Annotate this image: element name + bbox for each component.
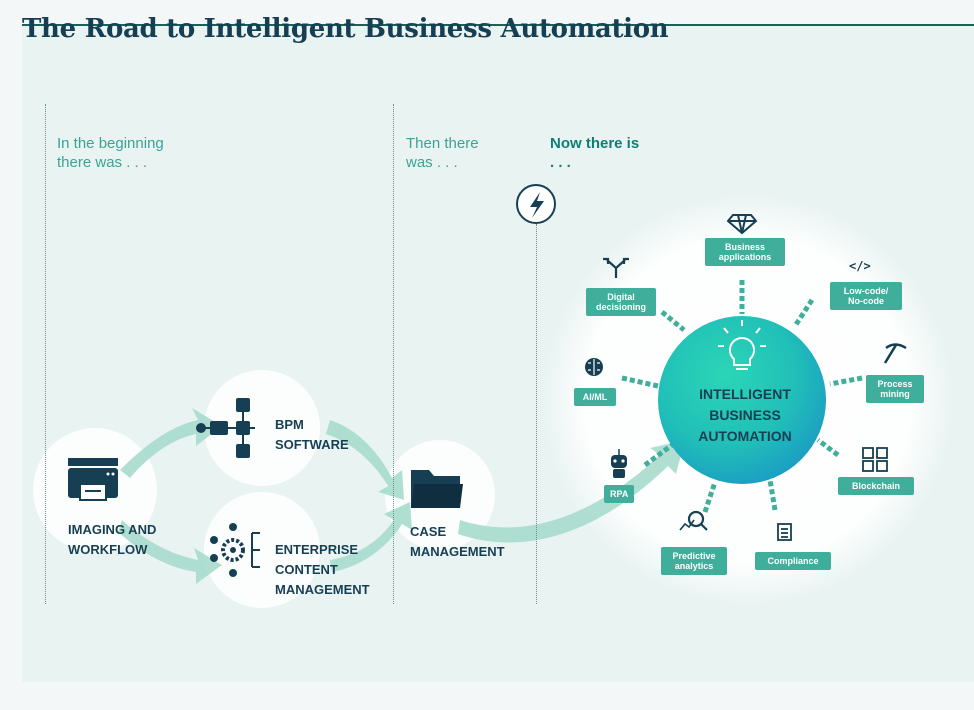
capability-digital-decisioning: Digital decisioning — [586, 288, 656, 316]
arrow-ecm-case — [330, 502, 412, 572]
arrow-case-hub — [458, 440, 685, 543]
arrow-bpm-case — [326, 420, 404, 500]
hub-label: INTELLIGENT BUSINESS AUTOMATION — [698, 386, 792, 444]
capability-blockchain: Blockchain — [838, 477, 914, 495]
folder-icon — [411, 470, 463, 508]
capability-predictive-analytics: Predictive analytics — [661, 547, 727, 575]
stage-imaging-workflow: IMAGING AND WORKFLOW — [68, 522, 157, 557]
stage-bpm-software: BPM SOFTWARE — [275, 417, 349, 452]
capability-process-mining: Process mining — [866, 375, 924, 403]
arrow-imaging-ecm — [118, 520, 222, 584]
ecm-blob — [204, 492, 320, 608]
robot-icon — [611, 449, 627, 478]
stage-ecm: ENTERPRISE CONTENT MANAGEMENT — [275, 542, 370, 597]
flowchart-icon — [196, 398, 255, 458]
printer-icon — [68, 458, 118, 501]
arrow-imaging-bpm — [120, 408, 222, 478]
era-then-label: Then there was . . . — [406, 135, 479, 171]
era-divider-2 — [393, 104, 394, 604]
capability-compliance: Compliance — [755, 552, 831, 570]
capability-rpa: RPA — [604, 485, 634, 503]
pickaxe-icon — [883, 343, 907, 364]
stage-case-management: CASE MANAGEMENT — [410, 524, 505, 559]
checklist-icon — [777, 523, 792, 541]
capability-business-applications: Business applications — [705, 238, 785, 266]
era-divider-3 — [536, 224, 537, 604]
bpm-blob — [204, 370, 320, 486]
progression-arrows — [118, 408, 685, 584]
lightbulb-icon — [718, 320, 766, 370]
hub-spokes — [621, 280, 863, 513]
split-arrows-icon — [603, 257, 629, 278]
capability-low-code: Low-code/ No-code — [830, 282, 902, 310]
diamond-icon — [726, 214, 758, 235]
magnifier-chart-icon — [679, 510, 708, 531]
code-brackets-icon: </> — [849, 259, 871, 273]
lightning-bolt-icon — [530, 192, 544, 218]
gear-network-icon — [210, 523, 260, 577]
blockchain-icon — [862, 447, 888, 472]
hub-circle — [658, 316, 826, 484]
page-title: The Road to Intelligent Business Automat… — [22, 14, 669, 44]
era-now-label: Now there is . . . — [550, 135, 640, 171]
era-divider-1 — [45, 104, 46, 604]
era-beginning-label: In the beginning there was . . . — [57, 135, 164, 171]
capability-ai-ml: AI/ML — [574, 388, 616, 406]
brain-icon — [585, 358, 603, 376]
